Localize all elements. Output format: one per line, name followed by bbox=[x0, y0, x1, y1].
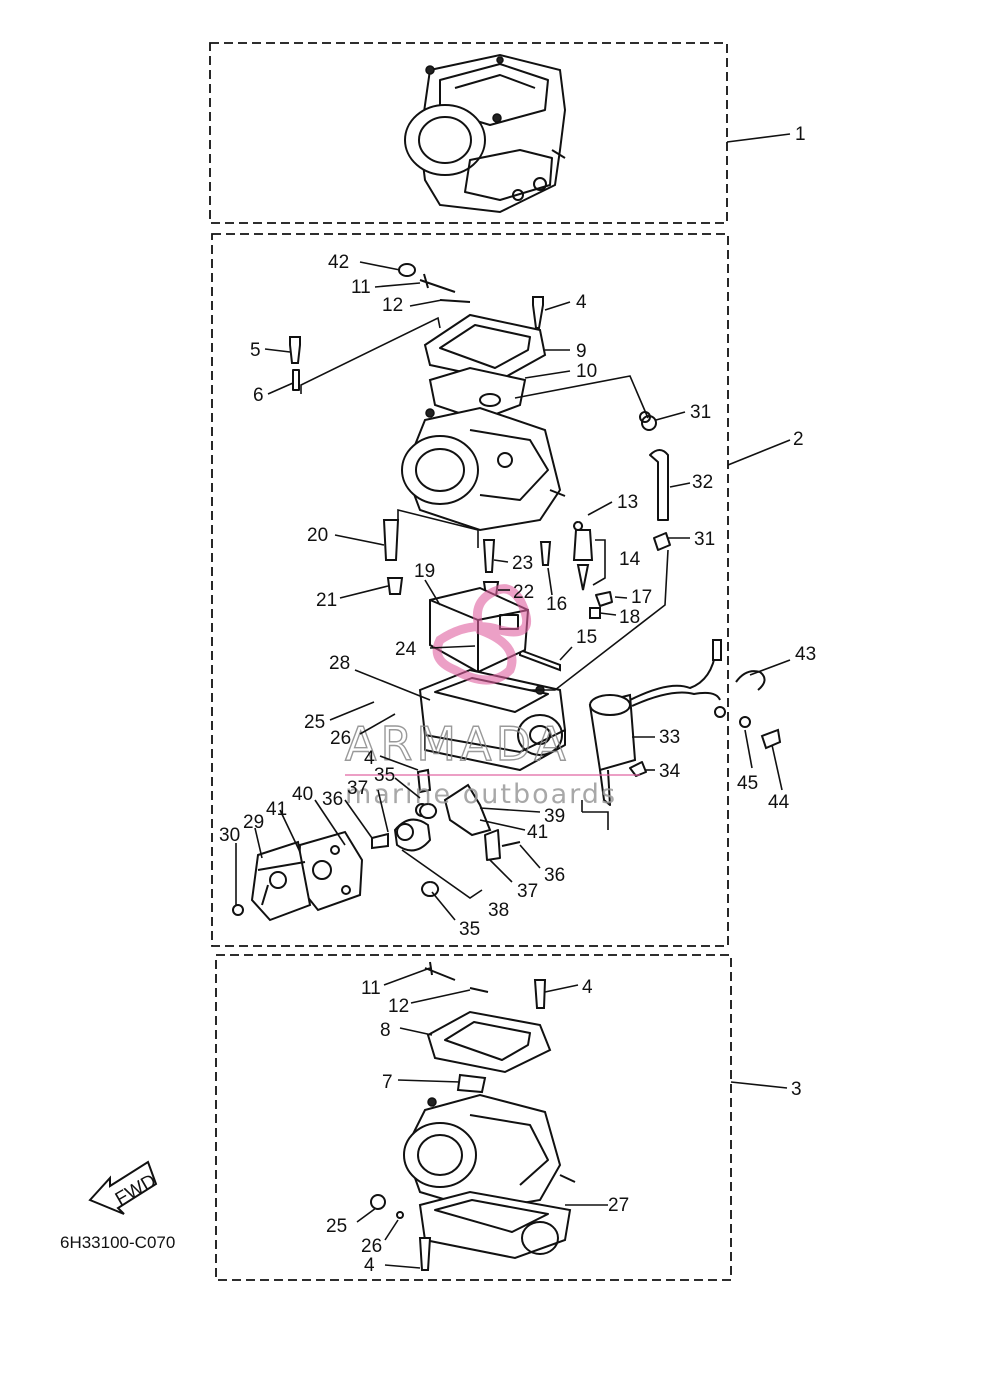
group-1-frame bbox=[209, 42, 728, 224]
callout-44: 44 bbox=[768, 792, 790, 813]
callout-41-b: 41 bbox=[266, 799, 287, 820]
callout-29: 29 bbox=[243, 812, 264, 833]
callout-20: 20 bbox=[307, 525, 328, 546]
callout-35: 35 bbox=[374, 765, 395, 786]
callout-31-b: 31 bbox=[694, 529, 715, 550]
carburetor-body-illustration bbox=[401, 406, 566, 532]
callout-45: 45 bbox=[737, 773, 758, 794]
group-label-2: 2 bbox=[793, 429, 804, 450]
watermark-tagline: marine outboards bbox=[345, 779, 617, 810]
callout-4-c: 4 bbox=[582, 977, 593, 998]
callout-19: 19 bbox=[414, 561, 435, 582]
callout-39: 39 bbox=[544, 806, 565, 827]
callout-30: 30 bbox=[219, 825, 240, 846]
carburetor-assembly-illustration bbox=[404, 53, 567, 214]
callout-9: 9 bbox=[576, 341, 587, 362]
callout-6: 6 bbox=[253, 385, 264, 406]
callout-25-b: 25 bbox=[326, 1216, 347, 1237]
callout-16: 16 bbox=[546, 594, 567, 615]
watermark-brand: ARMADA bbox=[345, 717, 570, 771]
callout-4: 4 bbox=[576, 292, 587, 313]
callout-42: 42 bbox=[328, 252, 349, 273]
callout-8: 8 bbox=[380, 1020, 391, 1041]
diagram-code: 6H33100-C070 bbox=[60, 1233, 175, 1252]
float-bowl-illustration bbox=[418, 668, 567, 771]
callout-12: 12 bbox=[382, 295, 403, 316]
callout-28: 28 bbox=[329, 653, 350, 674]
callout-11-b: 11 bbox=[361, 978, 381, 999]
callout-21: 21 bbox=[316, 590, 337, 611]
callout-33: 33 bbox=[659, 727, 680, 748]
callout-15: 15 bbox=[576, 627, 597, 648]
callout-18: 18 bbox=[619, 607, 640, 628]
watermark: ARMADA marine outboards bbox=[344, 584, 640, 810]
callout-37: 37 bbox=[347, 778, 368, 799]
callout-14: 14 bbox=[619, 549, 641, 570]
callout-4-d: 4 bbox=[364, 1255, 375, 1276]
callout-22: 22 bbox=[513, 582, 534, 603]
callout-36: 36 bbox=[322, 789, 343, 810]
callout-41: 41 bbox=[527, 822, 548, 843]
group-2-frame bbox=[211, 233, 729, 947]
small-parts-illustration bbox=[289, 263, 671, 672]
fwd-arrow-icon: FWD bbox=[88, 1160, 160, 1215]
callout-5: 5 bbox=[250, 340, 261, 361]
callout-35-b: 35 bbox=[459, 919, 480, 940]
callout-13: 13 bbox=[617, 492, 638, 513]
callout-31: 31 bbox=[690, 402, 711, 423]
callout-37-b: 37 bbox=[517, 881, 538, 902]
callout-26-b: 26 bbox=[361, 1236, 382, 1257]
callout-labels: 42 11 12 4 5 6 9 10 31 32 13 20 23 14 31… bbox=[219, 252, 816, 1276]
callout-34: 34 bbox=[659, 761, 681, 782]
callout-32: 32 bbox=[692, 472, 713, 493]
callout-10: 10 bbox=[576, 361, 597, 382]
callout-11: 11 bbox=[351, 277, 371, 298]
callout-23: 23 bbox=[512, 553, 533, 574]
callout-27: 27 bbox=[608, 1195, 629, 1216]
callout-7: 7 bbox=[382, 1072, 393, 1093]
callout-25: 25 bbox=[304, 712, 325, 733]
callout-38: 38 bbox=[488, 900, 509, 921]
callout-12-b: 12 bbox=[388, 996, 409, 1017]
group-label-3: 3 bbox=[791, 1079, 802, 1100]
callout-17: 17 bbox=[631, 587, 652, 608]
callout-36-b: 36 bbox=[544, 865, 565, 886]
callout-4-b: 4 bbox=[364, 748, 375, 769]
leader-lines bbox=[235, 261, 791, 1269]
callout-26: 26 bbox=[330, 728, 351, 749]
group-3-frame bbox=[215, 954, 732, 1281]
top-cover-illustration bbox=[423, 313, 547, 422]
callout-40: 40 bbox=[292, 784, 313, 805]
pump-diaphragm-illustration bbox=[232, 768, 521, 922]
callout-43: 43 bbox=[795, 644, 816, 665]
callout-24: 24 bbox=[395, 639, 417, 660]
group-label-1: 1 bbox=[795, 124, 806, 145]
group-3-illustration bbox=[370, 961, 576, 1271]
